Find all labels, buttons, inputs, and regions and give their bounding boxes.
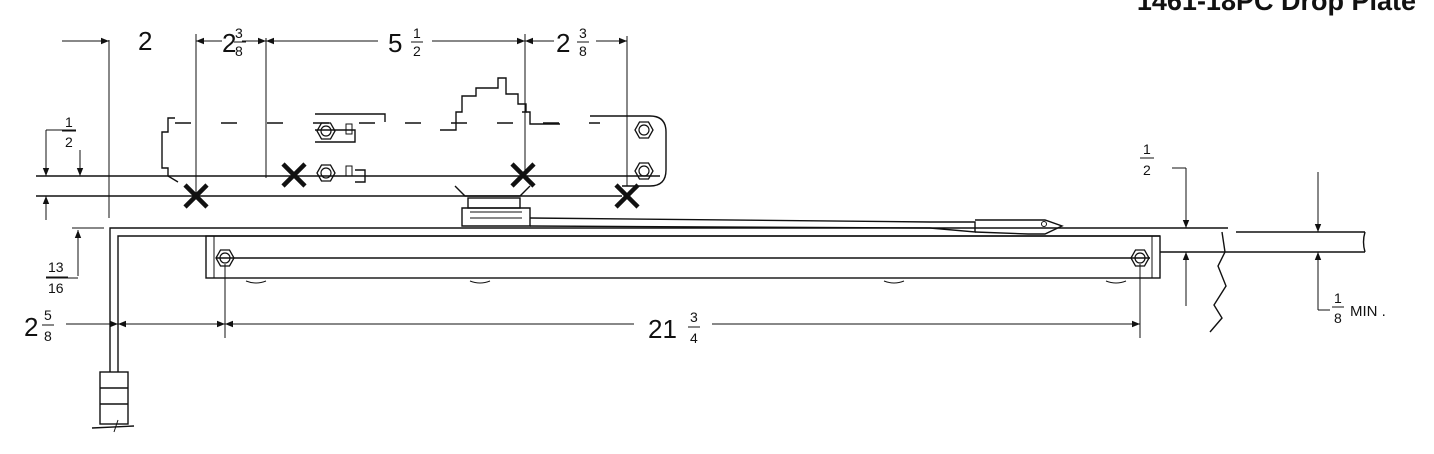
dim-2-5-8-whole: 2 [24,312,38,342]
dim-21-3-4-whole: 21 [648,314,677,344]
dim-2-3-8-b-den: 8 [579,43,587,59]
dim-half-left-num: 1 [65,114,73,130]
dim-2-3-8-b-num: 3 [579,25,587,41]
dim-half-right-den: 2 [1143,162,1151,178]
dim-2-5-8-num: 5 [44,307,52,323]
x-mark-icon [283,164,305,186]
dim-2-5-8-den: 8 [44,328,52,344]
drop-plate [205,235,1161,284]
dim-2-3-8-a-den: 8 [235,43,243,59]
drawing-title: 1461-18PC Drop Plate [1136,0,1416,16]
dim-2-3-8-b-whole: 2 [556,28,570,58]
dim-21-3-4-den: 4 [690,330,698,346]
dim-13-16-den: 16 [48,280,64,296]
dim-half-left-den: 2 [65,134,73,150]
x-mark-icon [512,164,534,186]
closer-body [36,77,667,227]
dim-5-1-2-den: 2 [413,43,421,59]
dim-2: 2 [138,26,152,56]
mounting-hole-markers [185,164,638,207]
dim-5-1-2-whole: 5 [388,28,402,58]
dim-min-den: 8 [1334,310,1342,326]
dimension-lines [36,34,1330,338]
dim-min-suffix: MIN . [1350,303,1386,320]
dim-21-3-4-num: 3 [690,309,698,325]
dim-half-right-num: 1 [1143,141,1151,157]
closer-arm [529,217,1064,235]
dim-13-16-num: 13 [48,259,64,275]
dimension-labels: 2 2 3 8 5 1 2 2 3 8 1 2 13 16 2 5 8 21 3… [24,25,1386,346]
dim-2-3-8-a-whole: 2 [222,28,236,58]
dim-2-3-8-a-num: 3 [235,25,243,41]
dim-min-num: 1 [1334,290,1342,306]
dim-5-1-2-num: 1 [413,25,421,41]
